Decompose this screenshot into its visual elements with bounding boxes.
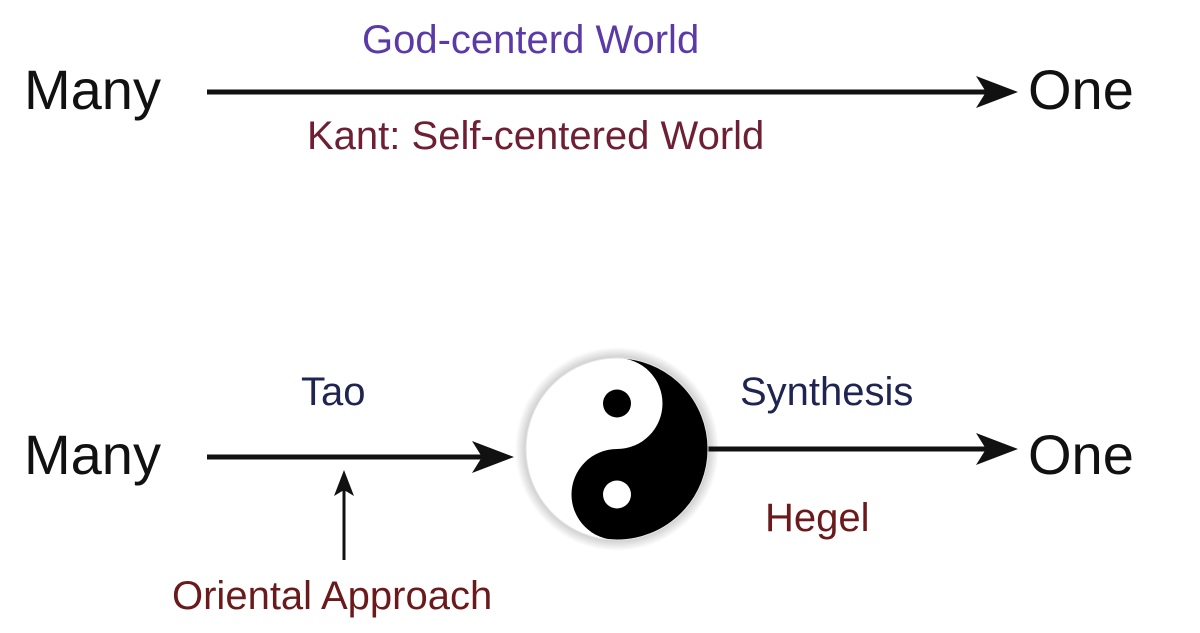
hegel-label: Hegel bbox=[765, 496, 870, 540]
oriental-up-arrow bbox=[334, 470, 354, 560]
row2-one-label: One bbox=[1028, 423, 1134, 486]
oriental-approach-label: Oriental Approach bbox=[172, 574, 493, 618]
row2-many-label: Many bbox=[24, 423, 161, 486]
kant-self-centered-world-label: Kant: Self-centered World bbox=[307, 114, 765, 158]
row1-many-label: Many bbox=[24, 58, 161, 121]
tao-label: Tao bbox=[301, 370, 366, 414]
row1-one-label: One bbox=[1028, 58, 1134, 121]
row2-left-arrow bbox=[207, 441, 514, 473]
row2-right-arrow bbox=[708, 433, 1018, 465]
row1-arrow bbox=[207, 76, 1018, 108]
god-centerd-world-label: God-centerd World bbox=[362, 18, 700, 62]
synthesis-label: Synthesis bbox=[740, 370, 914, 414]
yin-yang-icon bbox=[515, 347, 719, 551]
